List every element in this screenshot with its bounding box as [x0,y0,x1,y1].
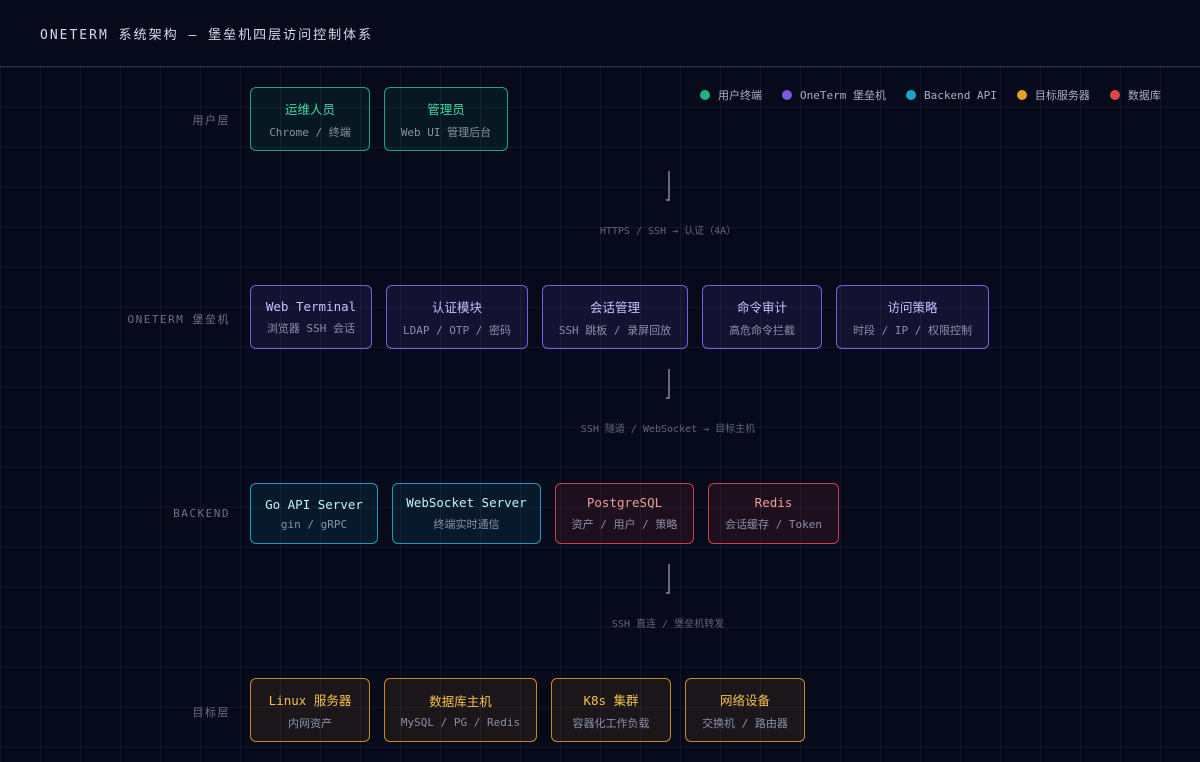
node-db-host[interactable]: 数据库主机 MySQL / PG / Redis [384,678,537,742]
page-title: ONETERM 系统架构 — 堡垒机四层访问控制体系 [40,28,374,43]
node-title: WebSocket Server [406,495,527,510]
node-title: Linux 服务器 [268,692,352,708]
legend-item-target: 目标服务器 [1016,87,1090,103]
legend-item-database: 数据库 [1109,87,1161,103]
node-title: 认证模块 [431,299,482,315]
layer-label-target: 目标层 [192,706,230,719]
node-subtitle: 交换机 / 路由器 [702,716,788,730]
legend-label: 数据库 [1127,89,1161,102]
node-title: K8s 集群 [583,692,639,708]
layer-label-oneterm: ONETERM 堡垒机 [127,313,230,326]
node-title: Web Terminal [265,298,357,314]
legend-label: 目标服务器 [1034,89,1090,102]
legend-item-backend: Backend API [905,88,997,102]
legend-label: OneTerm 堡垒机 [800,89,886,102]
node-subtitle: gin / gRPC [280,517,348,531]
node-title: 网络设备 [719,692,770,708]
node-websocket-server[interactable]: WebSocket Server 终端实时通信 [392,483,541,544]
node-linux-server[interactable]: Linux 服务器 内网资产 [250,678,370,742]
header-bar: ONETERM 系统架构 — 堡垒机四层访问控制体系 [0,0,1200,67]
node-session-mgmt[interactable]: 会话管理 SSH 跳板 / 录屏回放 [542,285,688,349]
node-title: 命令审计 [736,299,787,315]
node-access-policy[interactable]: 访问策略 时段 / IP / 权限控制 [836,285,989,349]
layer-label-user: 用户层 [192,114,230,127]
node-subtitle: LDAP / OTP / 密码 [402,323,512,337]
legend-dot-orange [1016,90,1027,100]
node-k8s-cluster[interactable]: K8s 集群 容器化工作负载 [551,678,671,742]
node-admin[interactable]: 管理员 Web UI 管理后台 [384,87,508,151]
node-subtitle: 资产 / 用户 / 策略 [571,518,678,531]
node-subtitle: Chrome / 终端 [269,125,351,139]
node-subtitle: 容器化工作负载 [572,716,650,730]
node-subtitle: Web UI 管理后台 [400,125,492,139]
node-subtitle: 会话缓存 / Token [725,518,822,531]
connector-label-3: SSH 直连 / 堡垒机转发 [611,619,725,630]
node-title: 会话管理 [589,299,640,315]
legend-item-user-terminal: 用户终端 [700,87,762,103]
legend-dot-red [1109,90,1120,100]
layer-label-backend: BACKEND [173,507,230,520]
legend-dot-cyan [905,90,916,100]
node-subtitle: 高危命令拦截 [729,323,795,337]
legend-dot-green [700,90,710,100]
node-title: Redis [754,495,793,510]
node-network-device[interactable]: 网络设备 交换机 / 路由器 [685,678,805,742]
connector-arrow-3 [666,564,670,594]
node-command-audit[interactable]: 命令审计 高危命令拦截 [702,285,822,349]
node-subtitle: 时段 / IP / 权限控制 [853,323,972,337]
legend-label: 用户终端 [718,89,762,102]
legend: 用户终端 OneTerm 堡垒机 Backend API 目标服务器 数据库 [700,87,1161,103]
node-subtitle: SSH 跳板 / 录屏回放 [558,323,672,337]
node-go-api-server[interactable]: Go API Server gin / gRPC [250,483,378,544]
legend-label: Backend API [923,88,997,102]
legend-dot-purple [782,90,792,100]
node-title: 访问策略 [887,299,938,315]
node-subtitle: MySQL / PG / Redis [400,716,521,729]
node-ops-staff[interactable]: 运维人员 Chrome / 终端 [250,87,370,151]
node-auth-module[interactable]: 认证模块 LDAP / OTP / 密码 [386,285,528,349]
node-postgresql[interactable]: PostgreSQL 资产 / 用户 / 策略 [555,483,694,544]
node-subtitle: 内网资产 [288,716,332,730]
node-redis[interactable]: Redis 会话缓存 / Token [708,483,839,544]
node-title: PostgreSQL [586,495,663,510]
node-subtitle: 浏览器 SSH 会话 [266,321,356,335]
connector-label-1: HTTPS / SSH → 认证（4A） [599,226,737,237]
node-title: 管理员 [427,101,465,117]
connector-label-2: SSH 隧道 / WebSocket → 目标主机 [580,424,756,435]
legend-item-oneterm: OneTerm 堡垒机 [782,87,886,103]
node-title: 数据库主机 [429,694,492,709]
connector-arrow-1 [666,171,670,201]
node-title: 运维人员 [284,101,335,117]
connector-arrow-2 [666,369,670,399]
node-title: Go API Server [265,496,363,512]
node-subtitle: 终端实时通信 [433,518,500,531]
node-web-terminal[interactable]: Web Terminal 浏览器 SSH 会话 [250,285,372,349]
